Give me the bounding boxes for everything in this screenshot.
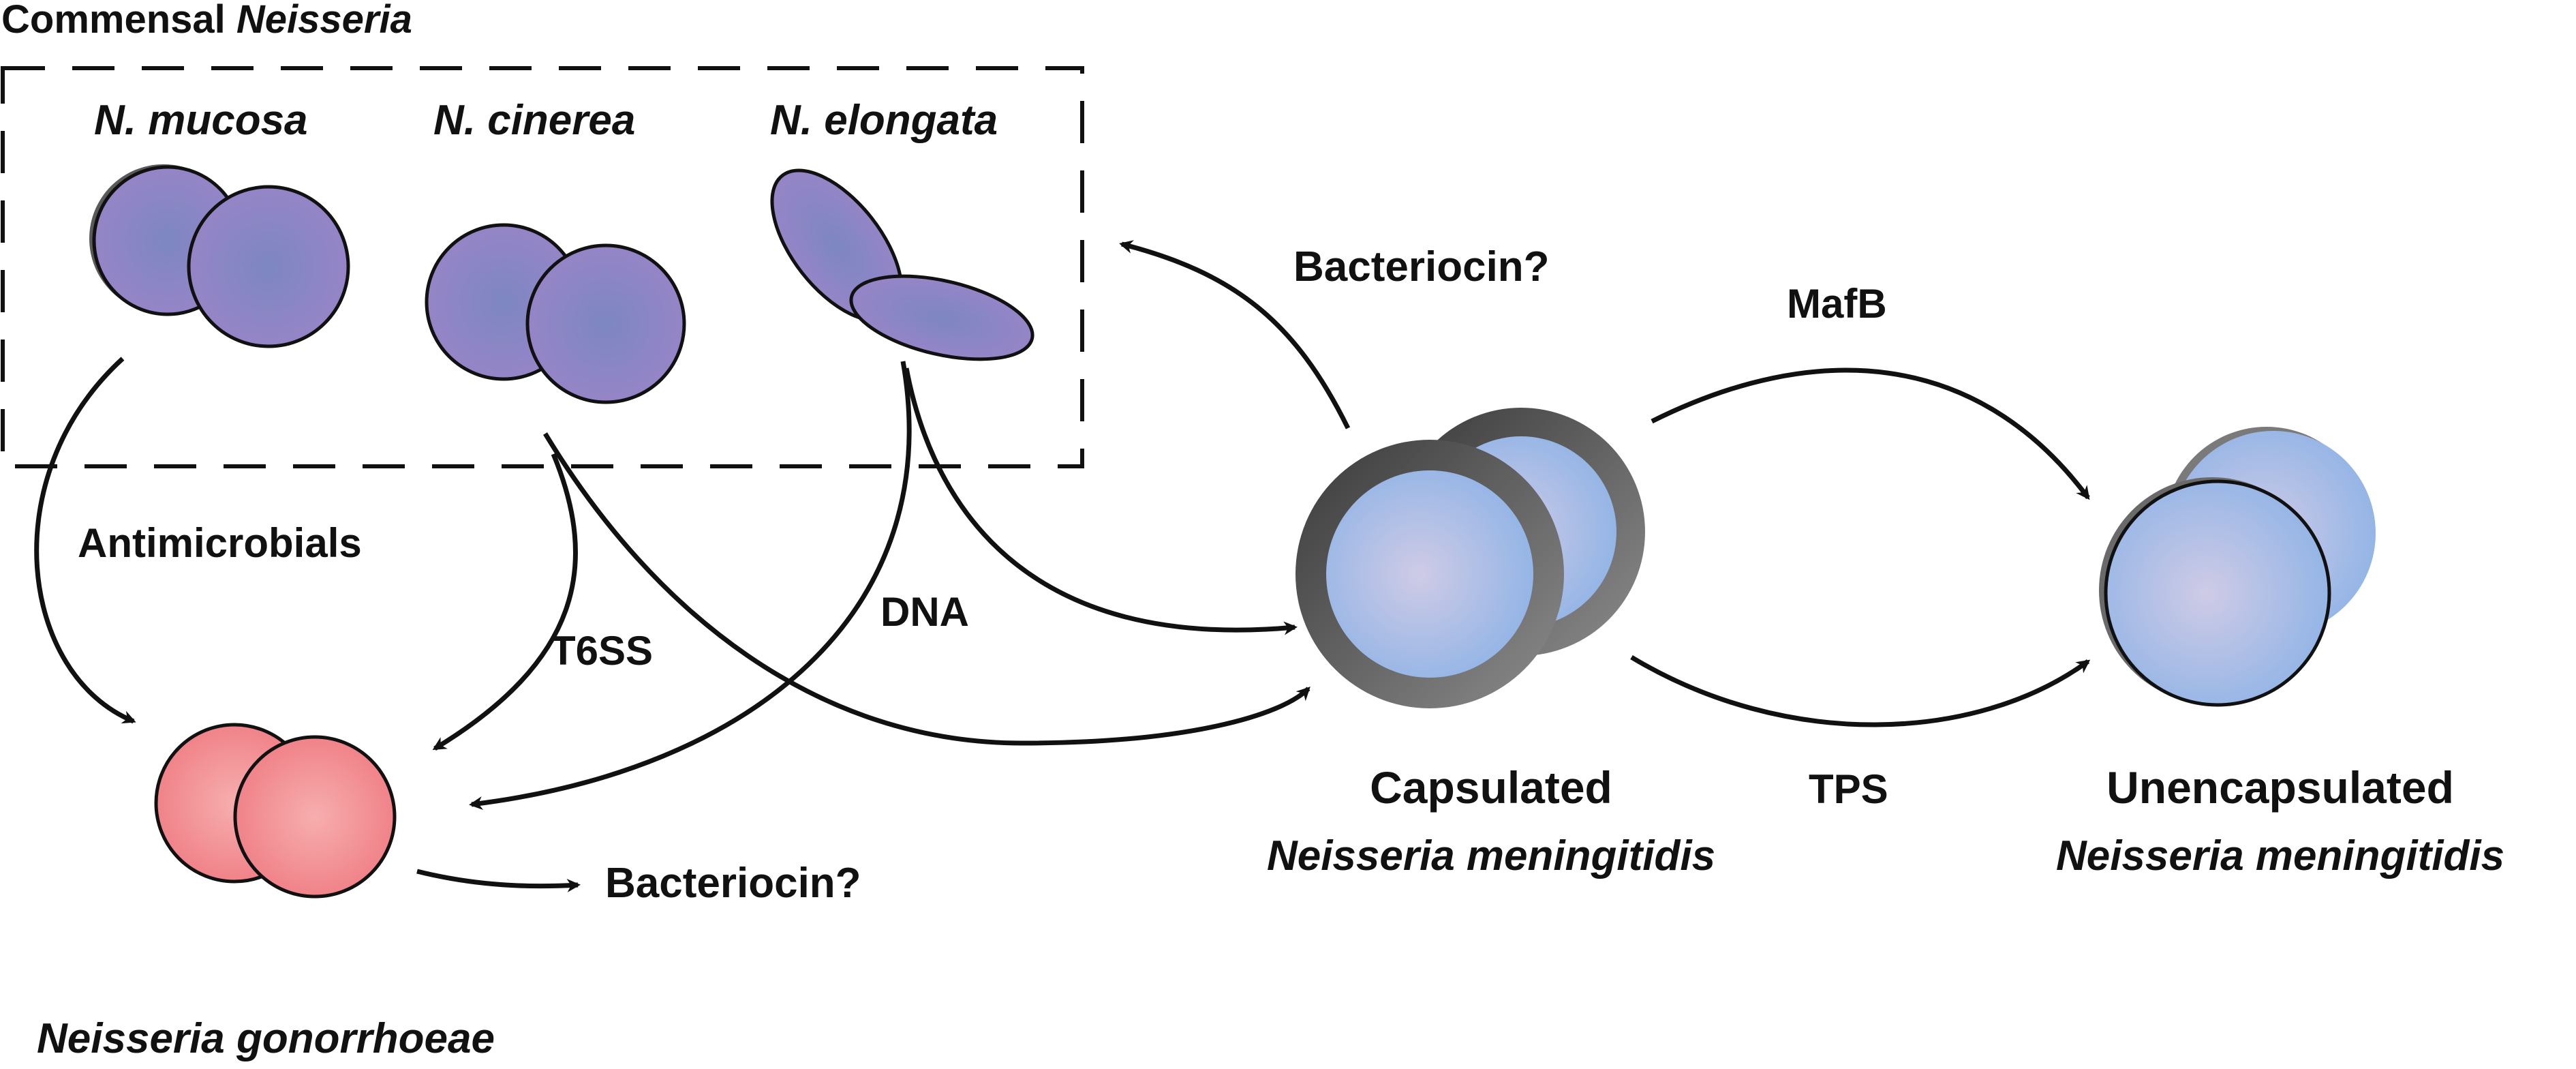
arrow-cinerea-to-capsulated (543, 432, 1310, 746)
commensal-group-title: Commensal Neisseria (1, 0, 412, 42)
label-mafb: MafB (1787, 281, 1887, 327)
label-neisseria-gonorrhoeae: Neisseria gonorrhoeae (37, 1015, 495, 1062)
label-bacteriocin-commensal: Bacteriocin? (1293, 243, 1550, 290)
n-elongata-cell (770, 168, 1034, 361)
species-label-n-elongata: N. elongata (770, 97, 998, 144)
label-capsulated-species: Neisseria meningitidis (1267, 832, 1715, 879)
arrow-bacteriocin-gonorrhoeae (416, 869, 581, 892)
arrow-elongata-to-gonorrhoeae (469, 361, 912, 810)
unencapsulated-meningitidis-cell (2099, 427, 2376, 707)
gonorrhoeae-cell (154, 723, 397, 899)
n-mucosa-cell (89, 164, 350, 348)
species-label-n-cinerea: N. cinerea (433, 97, 635, 144)
label-antimicrobials: Antimicrobials (78, 520, 362, 566)
capsulated-meningitidis-cell (1295, 408, 1645, 708)
arrow-tps (1630, 655, 2091, 727)
label-bacteriocin-gonorrhoeae: Bacteriocin? (605, 860, 861, 907)
arrow-t6ss (432, 453, 578, 751)
label-t6ss: T6SS (551, 628, 653, 674)
label-unencapsulated: Unencapsulated (2106, 762, 2454, 813)
species-label-n-mucosa: N. mucosa (94, 97, 308, 144)
label-dna: DNA (880, 589, 969, 635)
arrow-dna (904, 367, 1298, 635)
commensal-group-box (1, 66, 1084, 468)
arrow-bacteriocin-commensal (1119, 240, 1351, 430)
label-capsulated: Capsulated (1370, 762, 1612, 813)
n-cinerea-cell (425, 223, 686, 404)
arrow-mafb (1651, 367, 2090, 500)
arrow-antimicrobials (34, 357, 136, 724)
label-tps: TPS (1809, 766, 1888, 812)
label-unencapsulated-species: Neisseria meningitidis (2056, 832, 2504, 879)
